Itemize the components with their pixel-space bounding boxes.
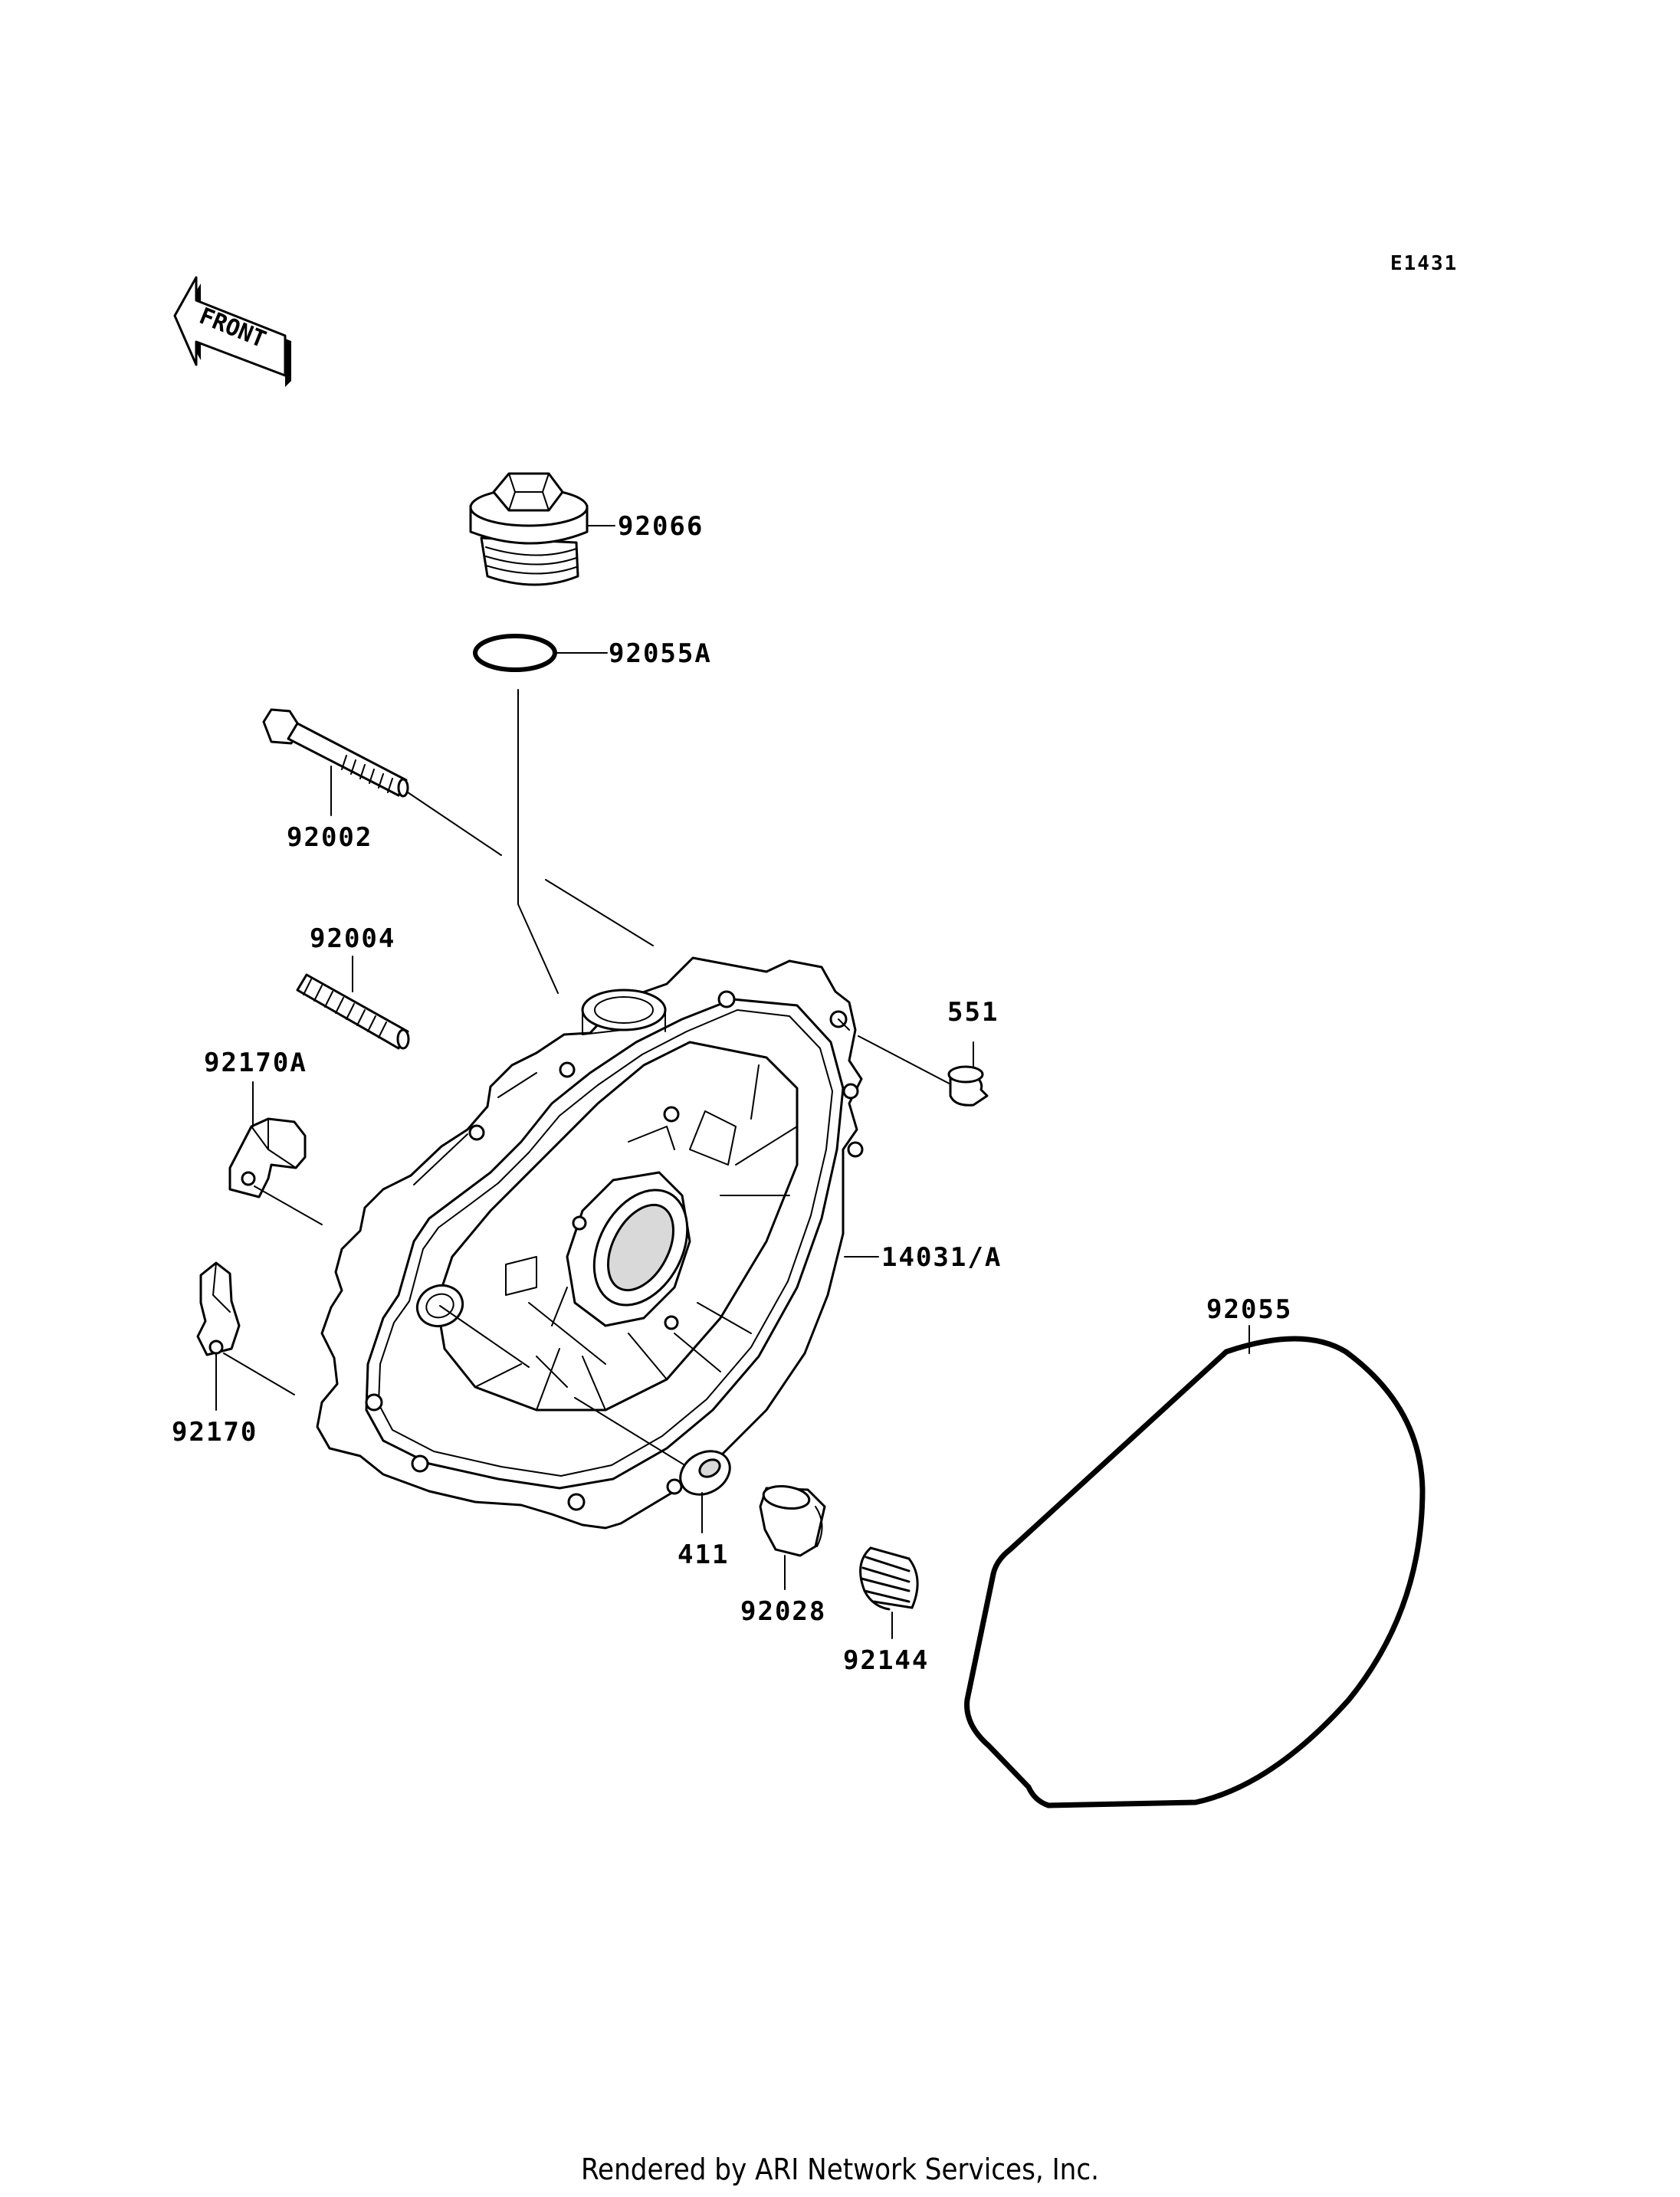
o-ring-small (473, 634, 557, 672)
spring (859, 1546, 919, 1611)
footer-credit: Rendered by ARI Network Services, Inc. (581, 2153, 1099, 2186)
o-ring-large (964, 1336, 1426, 1808)
washer (679, 1450, 731, 1496)
clamp-a (228, 1117, 307, 1199)
callout-92055[interactable]: 92055 (1206, 1294, 1292, 1325)
callout-92002[interactable]: 92002 (287, 822, 372, 853)
callout-551[interactable]: 551 (947, 997, 999, 1028)
dowel-pin (947, 1065, 989, 1107)
clamp (196, 1261, 241, 1356)
callout-92004[interactable]: 92004 (310, 923, 395, 954)
callout-92170a[interactable]: 92170A (204, 1048, 307, 1078)
callout-92028[interactable]: 92028 (740, 1596, 826, 1627)
diagram-code: E1431 (1390, 252, 1458, 275)
stud (296, 973, 410, 1050)
callout-92066[interactable]: 92066 (618, 511, 704, 542)
callout-92055a[interactable]: 92055A (609, 638, 712, 669)
callout-92170[interactable]: 92170 (172, 1417, 258, 1448)
oil-filler-plug (469, 472, 589, 586)
clutch-cover (316, 956, 864, 1530)
front-arrow-icon: FRONT (173, 276, 291, 387)
callout-14031a[interactable]: 14031/A (881, 1242, 1002, 1273)
bolt (262, 708, 409, 798)
collar (759, 1485, 826, 1557)
callout-92144[interactable]: 92144 (843, 1645, 929, 1676)
callout-411[interactable]: 411 (678, 1540, 729, 1570)
